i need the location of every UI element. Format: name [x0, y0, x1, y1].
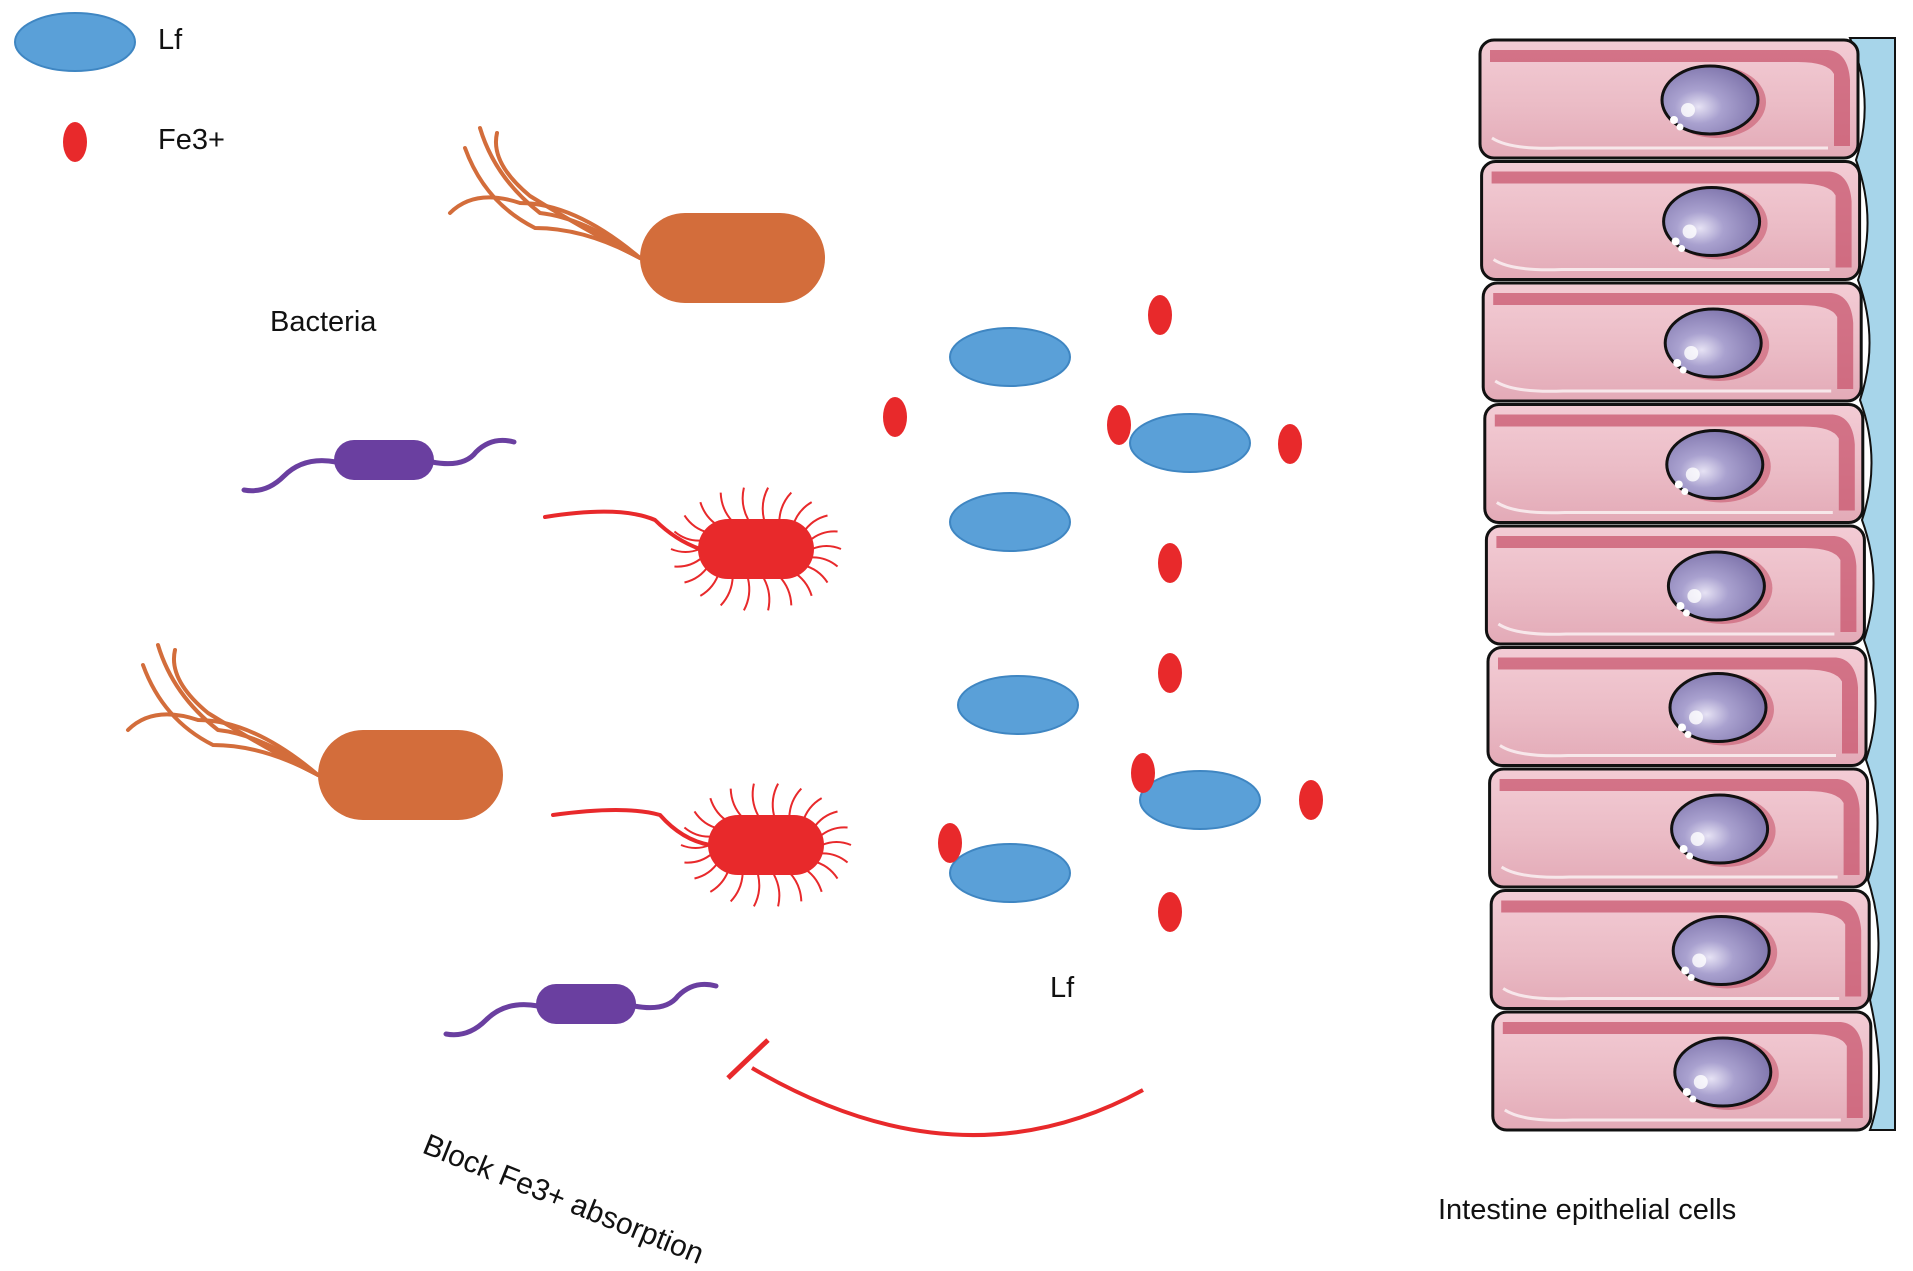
lactoferrin-ellipse: [1129, 413, 1251, 473]
iron-ion-dot: [1158, 543, 1182, 583]
legend-fe-label: Fe3+: [158, 124, 225, 156]
fimbriated-bacterium-icon: [551, 783, 852, 907]
lactoferrin-ellipse: [949, 843, 1071, 903]
iron-ion-dot: [1148, 295, 1172, 335]
legend-lf-label: Lf: [158, 24, 183, 56]
iron-ion-dot: [1131, 753, 1155, 793]
lf-label: Lf: [1050, 972, 1075, 1004]
epithelial-cell: [1481, 281, 1863, 403]
epithelium-label: Intestine epithelial cells: [1438, 1194, 1737, 1226]
small-bacterium-icon: [443, 981, 719, 1038]
epithelial-cell: [1478, 38, 1860, 160]
iron-ion-dot: [1158, 892, 1182, 932]
lactoferrin-ellipse: [949, 492, 1071, 552]
small-bacterium-icon: [241, 437, 517, 494]
molecules-group: [883, 295, 1323, 932]
bacteria-group: [126, 126, 852, 1038]
iron-ion-dot: [1158, 653, 1182, 693]
epithelial-cell: [1486, 646, 1868, 767]
lactoferrin-ellipse: [949, 327, 1071, 387]
iron-ion-dot: [1299, 780, 1323, 820]
legend: [14, 12, 136, 162]
intestine-epithelium: [1478, 37, 1896, 1132]
inhibition-arc-icon: [726, 1038, 1144, 1137]
epithelial-cell: [1488, 767, 1870, 889]
legend-lf-icon: [14, 12, 136, 72]
legend-fe-icon: [63, 122, 87, 162]
flagellated-bacterium-icon: [448, 126, 825, 303]
diagram-art: [14, 12, 1896, 1137]
flagellated-bacterium-icon: [126, 643, 503, 820]
lumen-border: [1848, 37, 1896, 1131]
epithelial-cell: [1491, 1010, 1873, 1132]
iron-ion-dot: [883, 397, 907, 437]
bacteria-label: Bacteria: [270, 306, 377, 338]
lactoferrin-ellipse: [957, 675, 1079, 735]
epithelial-cell: [1480, 160, 1862, 281]
iron-ion-dot: [1278, 424, 1302, 464]
epithelial-cell: [1483, 403, 1865, 524]
fimbriated-bacterium-icon: [543, 487, 842, 611]
diagram: Lf Fe3+ Bacteria Lf Block Fe3+ absorptio…: [14, 12, 1896, 1271]
iron-ion-dot: [938, 823, 962, 863]
lactoferrin-ellipse: [1139, 770, 1261, 830]
iron-ion-dot: [1107, 405, 1131, 445]
epithelial-cell: [1484, 524, 1866, 646]
epithelial-cell: [1489, 889, 1871, 1010]
